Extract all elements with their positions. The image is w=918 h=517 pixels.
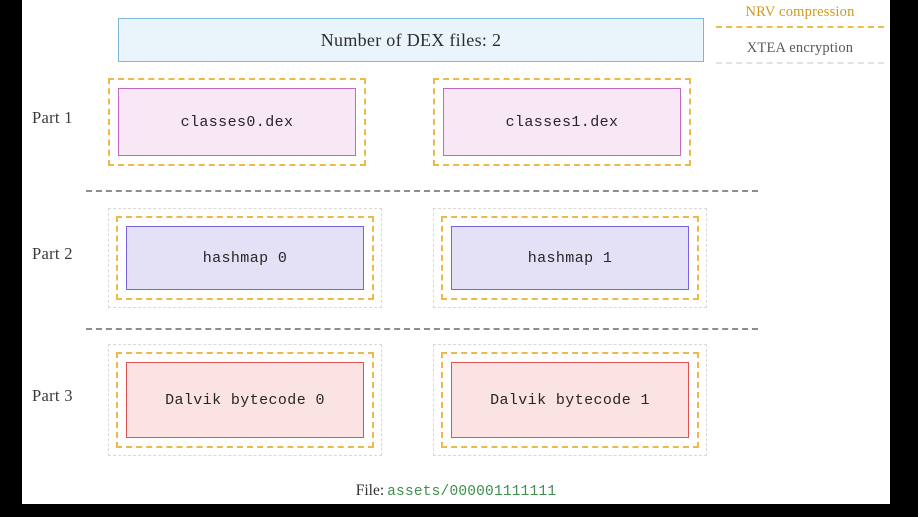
part-separator-1	[86, 190, 758, 192]
legend-dash-nrv-compression	[716, 26, 884, 28]
dalvik-bytecode-name: Dalvik bytecode 1	[490, 391, 650, 409]
xtea-encryption-boundary: hashmap 0	[108, 208, 382, 308]
nrv-compression-boundary: Dalvik bytecode 0	[116, 352, 374, 448]
dalvik-bytecode-box: Dalvik bytecode 0	[126, 362, 364, 438]
dex-file-name: classes1.dex	[505, 113, 619, 131]
part2-cell-0: hashmap 0	[108, 208, 382, 308]
part-row-1: Part 1 classes0.dex classes1.dex	[22, 78, 890, 170]
file-caption-label: File:	[355, 482, 385, 499]
part-label-3: Part 3	[32, 386, 73, 405]
legend: NRV compression XTEA encryption	[716, 4, 884, 76]
hashmap-name: hashmap 1	[527, 249, 613, 267]
part-label-2: Part 2	[32, 244, 73, 263]
hashmap-box: hashmap 1	[451, 226, 689, 290]
legend-label-xtea-encryption: XTEA encryption	[746, 40, 854, 56]
dalvik-bytecode-name: Dalvik bytecode 0	[165, 391, 325, 409]
xtea-encryption-boundary: Dalvik bytecode 1	[433, 344, 707, 456]
part2-cell-1: hashmap 1	[433, 208, 707, 308]
nrv-compression-boundary: hashmap 1	[441, 216, 699, 300]
dex-file-name: classes0.dex	[180, 113, 294, 131]
nrv-compression-boundary: Dalvik bytecode 1	[441, 352, 699, 448]
part-row-2: Part 2 hashmap 0 hashmap 1	[22, 208, 890, 308]
dex-file-count-label: Number of DEX files: 2	[320, 29, 502, 50]
part-row-3: Part 3 Dalvik bytecode 0 Dalvik bytecode…	[22, 344, 890, 456]
part3-cell-1: Dalvik bytecode 1	[433, 344, 707, 456]
nrv-compression-boundary: classes1.dex	[433, 78, 691, 166]
diagram-canvas: NRV compression XTEA encryption Number o…	[22, 0, 890, 504]
part-label-1: Part 1	[32, 108, 73, 127]
part1-cell-0: classes0.dex	[108, 78, 366, 166]
dex-file-box: classes1.dex	[443, 88, 681, 156]
part1-cell-1: classes1.dex	[433, 78, 691, 166]
hashmap-name: hashmap 0	[202, 249, 288, 267]
part-separator-2	[86, 328, 758, 330]
xtea-encryption-boundary: hashmap 1	[433, 208, 707, 308]
file-caption: File:assets/000001111111	[22, 482, 890, 500]
file-caption-path: assets/000001111111	[387, 484, 557, 500]
legend-label-nrv-compression: NRV compression	[745, 4, 855, 20]
xtea-encryption-boundary: Dalvik bytecode 0	[108, 344, 382, 456]
part3-cell-0: Dalvik bytecode 0	[108, 344, 382, 456]
dex-file-count-box: Number of DEX files: 2	[118, 18, 704, 62]
dalvik-bytecode-box: Dalvik bytecode 1	[451, 362, 689, 438]
legend-dash-xtea-encryption	[716, 62, 884, 64]
dex-file-box: classes0.dex	[118, 88, 356, 156]
nrv-compression-boundary: hashmap 0	[116, 216, 374, 300]
nrv-compression-boundary: classes0.dex	[108, 78, 366, 166]
hashmap-box: hashmap 0	[126, 226, 364, 290]
